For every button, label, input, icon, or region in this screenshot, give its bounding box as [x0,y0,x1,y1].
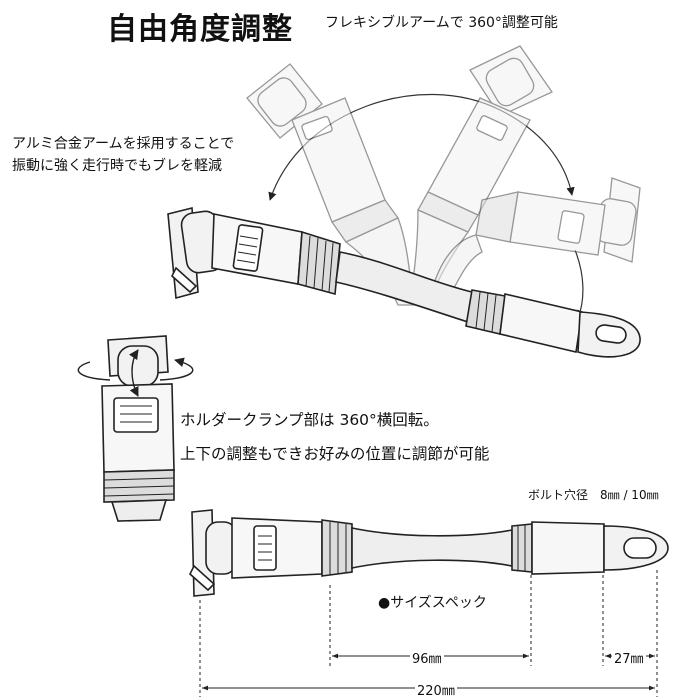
arm-feature-line-2: 振動に強く走行時でもブレを軽減 [12,158,222,174]
dimension-total-label: 220㎜ [415,680,457,699]
rotating-holder [101,335,175,522]
dimension-eye-label: 27㎜ [612,648,646,667]
holder-feature-line-1: ホルダークランプ部は 360°横回転。 [180,411,439,429]
ghost-mount-upper-left [246,63,416,306]
ghost-mount-upper-center [409,45,553,306]
holder-feature-line-2: 上下の調整もできお好みの位置に調節が可能 [180,445,490,463]
main-mount-foreground [167,206,641,358]
page-subtitle: フレキシブルアームで 360°調整可能 [325,15,558,31]
bolt-hole-label: ボルト穴径 8㎜ / 10㎜ [528,488,659,502]
rotation-arc-right [574,249,585,319]
arm-feature-line-1: アルミ合金アームを採用することで [12,136,235,152]
page-title: 自由角度調整 [107,12,293,47]
horizontal-rotation-arrow [77,360,194,381]
size-spec-heading: ●サイズスペック [378,595,487,611]
ghost-mount-right [431,177,641,297]
spec-mount-side-view [189,509,669,597]
dimension-lines [199,570,658,697]
vertical-adjust-arrow [129,349,139,397]
dimension-arm-label: 96㎜ [410,648,444,667]
holder-feature-text: ホルダークランプ部は 360°横回転。 上下の調整もできお好みの位置に調節が可能 [180,403,489,471]
arm-feature-text: アルミ合金アームを採用することで 振動に強く走行時でもブレを軽減 [12,133,234,177]
